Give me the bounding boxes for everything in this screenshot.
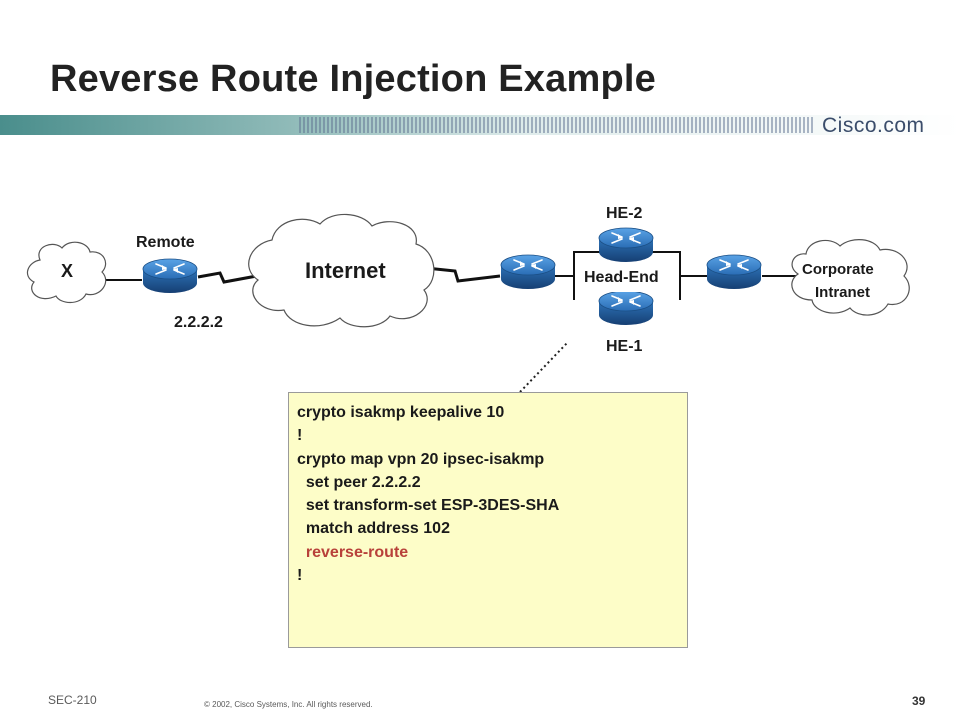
corporate-cloud-label-line1: Corporate bbox=[802, 261, 874, 278]
cloud-corporate bbox=[791, 239, 910, 316]
router-he1[interactable] bbox=[598, 290, 654, 325]
he1-label: HE-1 bbox=[606, 338, 643, 355]
cisco-brand-logo: Cisco.com bbox=[822, 114, 925, 137]
cloud-internet bbox=[248, 213, 435, 328]
serial-link-remote-internet bbox=[197, 271, 263, 284]
head-end-label-box bbox=[578, 262, 676, 292]
config-line-highlighted: reverse-route bbox=[297, 543, 409, 561]
he2-label: HE-2 bbox=[606, 205, 643, 222]
config-line: crypto map vpn 20 ipsec-isakmp bbox=[297, 450, 545, 468]
router-he2[interactable] bbox=[598, 227, 654, 262]
router-corporate-edge[interactable] bbox=[706, 254, 762, 289]
config-line: ! bbox=[297, 427, 303, 445]
head-end-label: Head-End bbox=[584, 269, 659, 286]
cloud-x bbox=[26, 241, 107, 304]
remote-ip-label: 2.2.2.2 bbox=[174, 314, 223, 331]
config-line: crypto isakmp keepalive 10 bbox=[297, 404, 505, 421]
remote-router-label: Remote bbox=[136, 234, 195, 251]
internet-cloud-label: Internet bbox=[305, 258, 386, 283]
config-line: ! bbox=[297, 567, 303, 585]
config-line: set peer 2.2.2.2 bbox=[297, 473, 421, 491]
config-callout-box: crypto isakmp keepalive 10! crypto map vp… bbox=[288, 392, 688, 648]
config-line: match address 102 bbox=[297, 520, 450, 538]
router-headend-edge[interactable] bbox=[500, 254, 556, 289]
config-line: set transform-set ESP-3DES-SHA bbox=[297, 497, 560, 515]
footer-course-code: SEC-210 bbox=[48, 693, 97, 707]
router-remote[interactable] bbox=[142, 258, 198, 293]
footer-copyright: © 2002, Cisco Systems, Inc. All rights r… bbox=[204, 700, 373, 709]
serial-link-internet-headend bbox=[425, 266, 501, 283]
slide-title: Reverse Route Injection Example bbox=[50, 58, 656, 100]
corporate-cloud-label-line2: Intranet bbox=[815, 284, 871, 301]
callout-pointer bbox=[519, 341, 569, 393]
footer-page-number: 39 bbox=[912, 694, 926, 708]
x-cloud-label: X bbox=[61, 261, 74, 281]
header-stripe-bar bbox=[0, 115, 960, 135]
